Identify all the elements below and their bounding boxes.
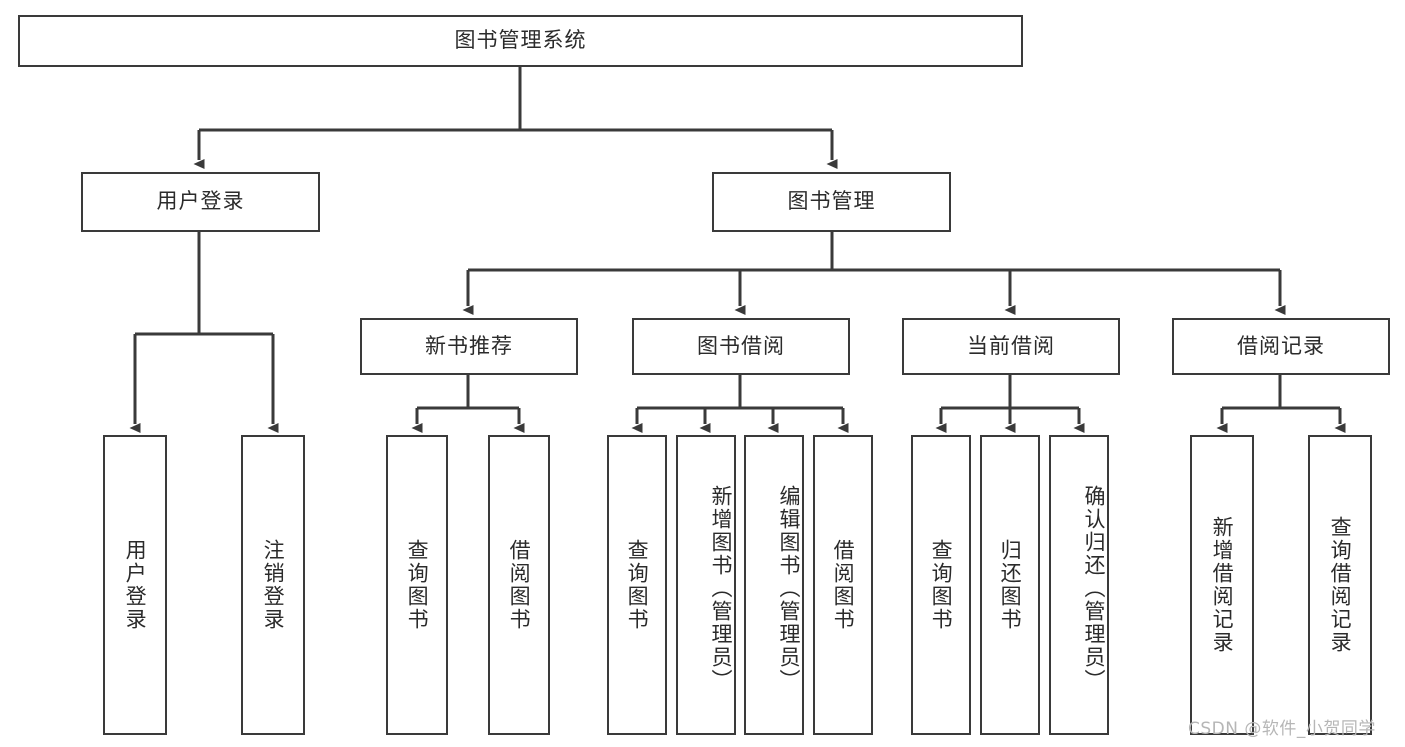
node-label: 借阅记录 <box>1237 333 1325 358</box>
node-label: 借阅图书 <box>507 539 532 631</box>
leaf-user-login[interactable]: 用户登录 <box>103 435 167 735</box>
node-label: 查询图书 <box>929 539 954 631</box>
leaf-borrow-book-recommend[interactable]: 借阅图书 <box>488 435 550 735</box>
leaf-user-logout[interactable]: 注销登录 <box>241 435 305 735</box>
csdn-watermark: CSDN @软件_小贺同学 <box>1188 719 1376 739</box>
node-root-library-system[interactable]: 图书管理系统 <box>18 15 1023 67</box>
node-label: 归还图书 <box>998 539 1023 631</box>
node-book-borrow[interactable]: 图书借阅 <box>632 318 850 375</box>
leaf-borrow-book[interactable]: 借阅图书 <box>813 435 873 735</box>
leaf-query-book-recommend[interactable]: 查询图书 <box>386 435 448 735</box>
node-label: 新书推荐 <box>425 333 513 358</box>
node-label: 查询图书 <box>405 539 430 631</box>
node-label: 图书管理 <box>787 189 876 214</box>
node-label: 注销登录 <box>261 539 286 631</box>
node-label: 确认归还（管理员） <box>1082 484 1106 692</box>
node-label: 新增借阅记录 <box>1210 516 1235 654</box>
node-book-management[interactable]: 图书管理 <box>712 172 951 232</box>
node-borrow-record[interactable]: 借阅记录 <box>1172 318 1390 375</box>
leaf-query-book-borrow[interactable]: 查询图书 <box>607 435 667 735</box>
node-label: 查询借阅记录 <box>1328 516 1353 654</box>
node-label: 用户登录 <box>123 539 148 631</box>
leaf-add-book-admin[interactable]: 新增图书（管理员） <box>676 435 736 735</box>
node-label: 新增图书（管理员） <box>709 484 733 692</box>
node-label: 编辑图书（管理员） <box>777 484 801 692</box>
node-current-borrow[interactable]: 当前借阅 <box>902 318 1120 375</box>
node-label: 用户登录 <box>156 189 245 214</box>
leaf-edit-book-admin[interactable]: 编辑图书（管理员） <box>744 435 804 735</box>
node-user-login[interactable]: 用户登录 <box>81 172 320 232</box>
node-new-book-recommend[interactable]: 新书推荐 <box>360 318 578 375</box>
node-label: 图书管理系统 <box>454 28 587 53</box>
node-label: 图书借阅 <box>697 333 785 358</box>
node-label: 当前借阅 <box>967 333 1055 358</box>
leaf-add-borrow-record[interactable]: 新增借阅记录 <box>1190 435 1254 735</box>
leaf-query-book-current[interactable]: 查询图书 <box>911 435 971 735</box>
leaf-return-book[interactable]: 归还图书 <box>980 435 1040 735</box>
leaf-confirm-return-admin[interactable]: 确认归还（管理员） <box>1049 435 1109 735</box>
node-label: 借阅图书 <box>831 539 856 631</box>
node-label: 查询图书 <box>625 539 650 631</box>
leaf-query-borrow-record[interactable]: 查询借阅记录 <box>1308 435 1372 735</box>
